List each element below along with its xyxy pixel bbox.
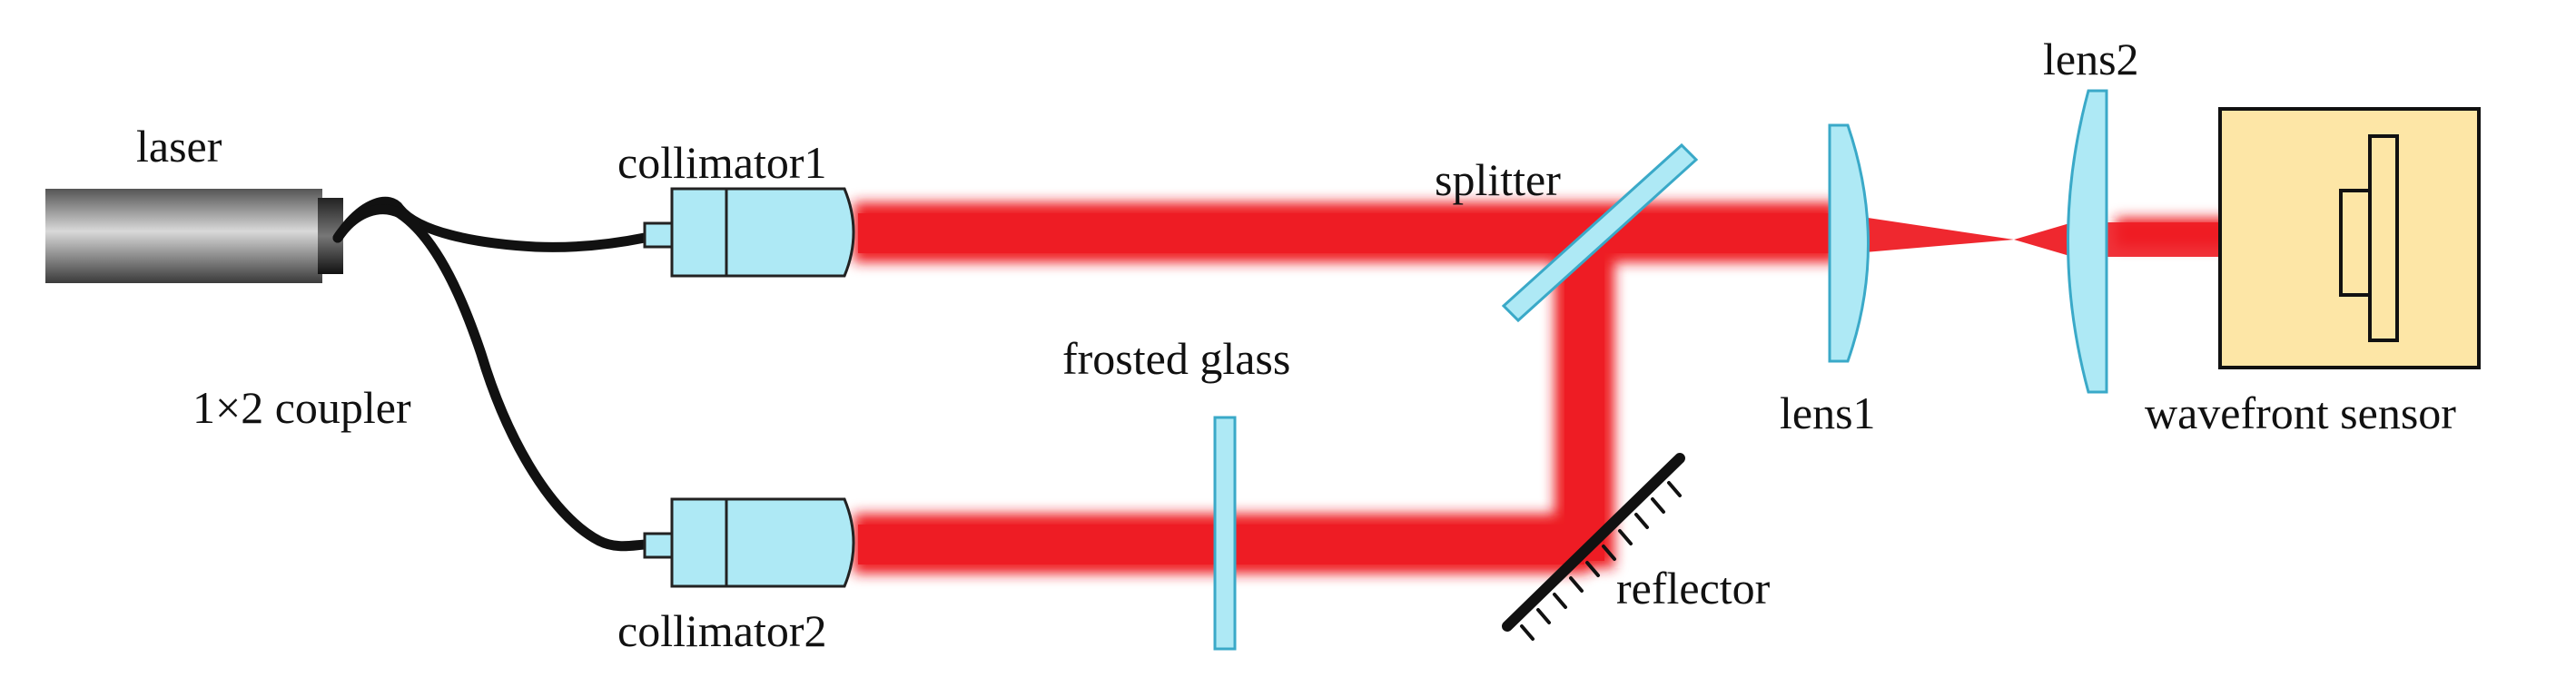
collimator2-label: collimator2 xyxy=(617,605,827,656)
reflector xyxy=(1502,453,1685,641)
coupler-label: 1×2 coupler xyxy=(192,382,411,433)
collimator2 xyxy=(643,497,855,588)
frosted-glass-label: frosted glass xyxy=(1062,333,1290,384)
lens1 xyxy=(1828,123,1870,363)
laser-label: laser xyxy=(136,121,222,172)
splitter-label: splitter xyxy=(1435,154,1561,205)
splitter xyxy=(1501,142,1699,323)
laser-beams xyxy=(854,202,2234,574)
fiber-coupler xyxy=(332,196,652,552)
reflector-label: reflector xyxy=(1616,563,1771,613)
wavefront-sensor xyxy=(2218,107,2481,369)
frosted-glass xyxy=(1213,416,1237,651)
collimator1 xyxy=(643,187,855,278)
lens2 xyxy=(2067,89,2108,394)
wavefront-sensor-label: wavefront sensor xyxy=(2145,388,2456,438)
laser xyxy=(45,189,343,283)
collimator1-label: collimator1 xyxy=(617,137,827,188)
lens2-label: lens2 xyxy=(2043,34,2139,84)
lens1-label: lens1 xyxy=(1780,388,1876,438)
